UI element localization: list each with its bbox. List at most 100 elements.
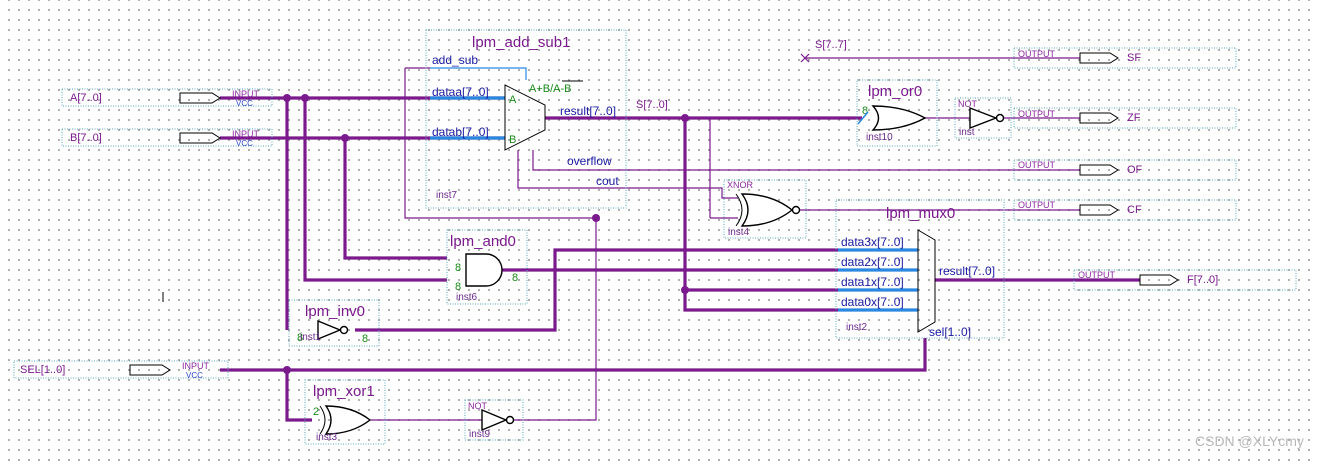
mux-title: lpm_mux0 [886, 205, 955, 222]
bus-inv-to-mux [355, 248, 838, 332]
not-sel-label: NOT [468, 401, 488, 411]
inv0-width-out: 8 [362, 333, 368, 345]
block-add-sub[interactable]: lpm_add_sub1 add_sub dataa[7..0] datab[7… [425, 29, 627, 209]
wires [220, 57, 1140, 422]
output-of-name: OF [1127, 164, 1143, 176]
output-pin-zf[interactable]: OUTPUT ZF [1013, 107, 1237, 129]
and0-width-2: 8 [455, 281, 461, 293]
block-and0[interactable]: lpm_and0 8 8 8 inst6 [446, 229, 528, 305]
bus-label-s-msb: S[7..7] [815, 39, 847, 51]
output-of-type: OUTPUT [1018, 160, 1056, 170]
output-pin-sf[interactable]: OUTPUT SF [1013, 47, 1237, 69]
add-sub-port-add-sub: add_sub [432, 53, 478, 67]
add-sub-symbol [504, 84, 546, 151]
not-zf-symbol [969, 106, 998, 130]
adder-addsub-stub [430, 67, 527, 80]
block-xnor[interactable]: XNOR inst4 [723, 179, 807, 239]
junction-b1 [341, 134, 349, 142]
add-sub-port-overflow: overflow [567, 154, 612, 168]
block-mux[interactable]: lpm_mux0 data3x[7..0] data2x[7..0] data1… [835, 199, 1005, 339]
or0-inst: inst10 [866, 132, 893, 143]
add-sub-title: lpm_add_sub1 [472, 34, 570, 51]
sf-tap-x [800, 53, 810, 63]
block-inv0[interactable]: lpm_inv0 8 8 inst1 [288, 299, 380, 347]
junction-a2 [301, 94, 309, 102]
xor-gate-symbol [324, 405, 372, 435]
and0-width-1: 8 [455, 262, 461, 274]
input-a-type: INPUT [232, 89, 260, 99]
or0-bus-tick [857, 111, 869, 125]
xnor-gate-symbol [740, 193, 794, 227]
bus-label-s-bus: S[7..0] [636, 99, 668, 111]
bus-sel [220, 338, 927, 372]
input-pin-a[interactable]: A[7..0] INPUT VCC [61, 88, 273, 108]
output-of-arrow [1079, 164, 1119, 176]
overflow-wire [532, 150, 1080, 171]
cout-wire [517, 150, 738, 199]
add-sub-inst: inst7 [436, 190, 458, 201]
mux-port-data2x: data2x[7..0] [841, 255, 904, 269]
not-sel-inst: inst9 [469, 429, 491, 440]
mux-port-sel: sel[1..0] [929, 325, 971, 339]
output-f-type: OUTPUT [1078, 270, 1116, 280]
output-cf-arrow [1079, 204, 1119, 216]
mux-symbol [917, 229, 936, 333]
block-or0[interactable]: lpm_or0 8 inst10 [856, 79, 938, 147]
and0-inst: inst6 [456, 292, 478, 303]
add-sub-ctrl-wire [404, 68, 596, 219]
xnor-extra-arc [735, 193, 743, 227]
xor-extra-arc [319, 405, 326, 435]
input-sel-type: INPUT [182, 361, 210, 371]
block-not-sel[interactable]: NOT inst9 [464, 399, 524, 441]
mux-port-data0x: data0x[7..0] [841, 295, 904, 309]
output-pin-f[interactable]: OUTPUT F[7..0] [1073, 269, 1297, 291]
mux-port-data1x: data1x[7..0] [841, 275, 904, 289]
input-sel-name: SEL[1..0] [20, 364, 65, 376]
xnor-label: XNOR [727, 180, 754, 190]
input-sel-vcc: VCC [186, 371, 203, 380]
junction-ctrl [592, 214, 600, 222]
output-sf-name: SF [1127, 52, 1141, 64]
output-sf-type: OUTPUT [1018, 49, 1056, 59]
inv-bubble [339, 325, 349, 335]
output-zf-arrow [1079, 112, 1119, 124]
inv0-width-in: 8 [297, 332, 303, 344]
junctions [283, 94, 689, 374]
add-sub-pin-a: A [509, 94, 517, 106]
mux-port-result: result[7..0] [939, 264, 995, 278]
not9-to-addsub-wire [514, 218, 597, 421]
output-sf-arrow [1079, 52, 1119, 64]
output-zf-name: ZF [1127, 112, 1141, 124]
add-sub-op: A+B/A-B [529, 83, 572, 95]
add-sub-port-dataa: dataa[7..0] [432, 85, 489, 99]
bus-b-to-and [343, 138, 447, 260]
or0-title: lpm_or0 [868, 83, 922, 100]
not-sel-bubble [505, 415, 515, 425]
junction-a1 [283, 94, 291, 102]
and0-title: lpm_and0 [450, 233, 516, 250]
or-gate-symbol [871, 105, 927, 131]
xor1-title: lpm_xor1 [313, 383, 375, 400]
add-sub-port-cout: cout [596, 174, 619, 188]
xnor-bubble [791, 205, 801, 215]
input-b-type: INPUT [232, 129, 260, 139]
output-pin-cf[interactable]: OUTPUT CF [1013, 199, 1237, 221]
input-a-name: A[7..0] [70, 92, 102, 104]
output-pin-of[interactable]: OUTPUT OF [1013, 159, 1237, 181]
inv0-title: lpm_inv0 [305, 303, 365, 320]
input-b-name: B[7..0] [70, 132, 102, 144]
inv-symbol [317, 319, 342, 341]
input-pin-sel[interactable]: SEL[1..0] INPUT VCC [13, 360, 229, 380]
block-not-zf[interactable]: NOT inst [954, 97, 1012, 139]
input-pin-b[interactable]: B[7..0] INPUT VCC [61, 128, 273, 148]
block-xor1[interactable]: lpm_xor1 2 inst3 [304, 379, 386, 445]
add-sub-port-result: result[7..0] [560, 104, 616, 118]
bus-a-to-and [303, 98, 447, 282]
inv0-inst: inst1 [300, 332, 322, 343]
output-f-arrow [1139, 274, 1179, 286]
mux-port-data3x: data3x[7..0] [841, 235, 904, 249]
or0-width: 8 [862, 105, 868, 117]
add-sub-pin-b: B [509, 134, 516, 146]
not-zf-bubble [995, 113, 1005, 123]
